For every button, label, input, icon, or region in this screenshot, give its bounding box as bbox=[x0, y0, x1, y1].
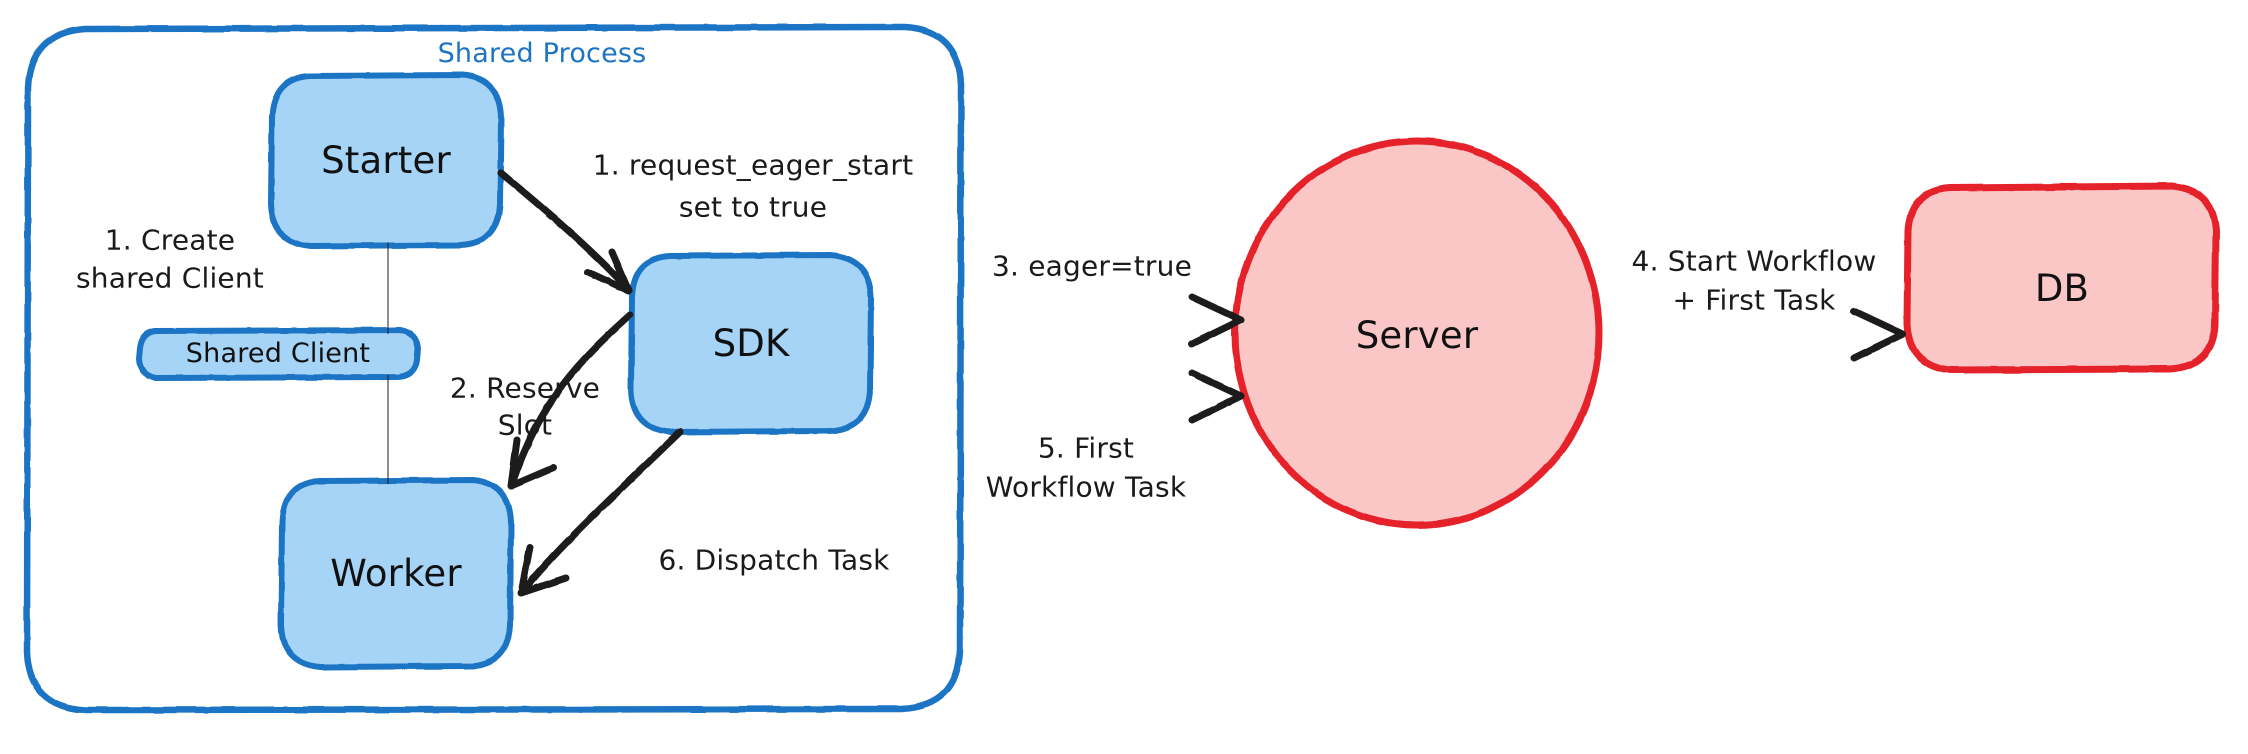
edge-start-workflow bbox=[1607, 307, 1907, 362]
edge-label-create-shared-client-line1: 1. Create bbox=[104, 223, 236, 257]
edge-label-reserve-slot-line2: Slot bbox=[497, 408, 553, 442]
edge-label-first-workflow-task-line1: 5. First bbox=[1037, 431, 1135, 465]
edge-request-eager-start bbox=[497, 169, 633, 295]
node-worker-shape[interactable] bbox=[278, 477, 514, 670]
node-label-worker: Worker bbox=[330, 552, 462, 596]
node-label-starter: Starter bbox=[321, 139, 451, 183]
edge-label-start-workflow-line2: + First Task bbox=[1672, 283, 1836, 317]
edge-first-workflow-task bbox=[867, 369, 1245, 424]
node-label-sdk: SDK bbox=[712, 322, 790, 366]
group-shared-process bbox=[23, 23, 965, 714]
edge-eager-true bbox=[867, 293, 1245, 348]
node-db-shape[interactable] bbox=[1903, 182, 2220, 374]
node-starter-shape[interactable] bbox=[268, 72, 504, 249]
edge-label-first-workflow-task-line2: Workflow Task bbox=[985, 470, 1187, 504]
edge-label-request-eager-start-line2: set to true bbox=[678, 190, 828, 224]
edge-label-start-workflow-line1: 4. Start Workflow bbox=[1631, 244, 1877, 278]
edge-label-create-shared-client-line2: shared Client bbox=[76, 261, 264, 295]
edge-dispatch-task bbox=[517, 428, 684, 597]
node-label-shared-client: Shared Client bbox=[185, 338, 371, 370]
group-title-shared-process: Shared Process bbox=[437, 38, 647, 70]
edge-label-reserve-slot-line1: 2. Reserve bbox=[449, 371, 601, 405]
edge-create-shared-client bbox=[384, 243, 392, 484]
node-label-db: DB bbox=[2034, 267, 2090, 311]
edge-reserve-slot bbox=[507, 311, 634, 490]
node-sdk-shape[interactable] bbox=[628, 252, 874, 435]
edge-label-dispatch-task: 6. Dispatch Task bbox=[658, 543, 890, 577]
node-server-shape[interactable] bbox=[1231, 137, 1603, 529]
node-label-server: Server bbox=[1355, 314, 1479, 358]
node-shared-client-shape[interactable] bbox=[136, 327, 421, 381]
edge-label-eager-true: 3. eager=true bbox=[991, 249, 1193, 283]
edge-label-request-eager-start-line1: 1. request_eager_start bbox=[592, 148, 914, 182]
